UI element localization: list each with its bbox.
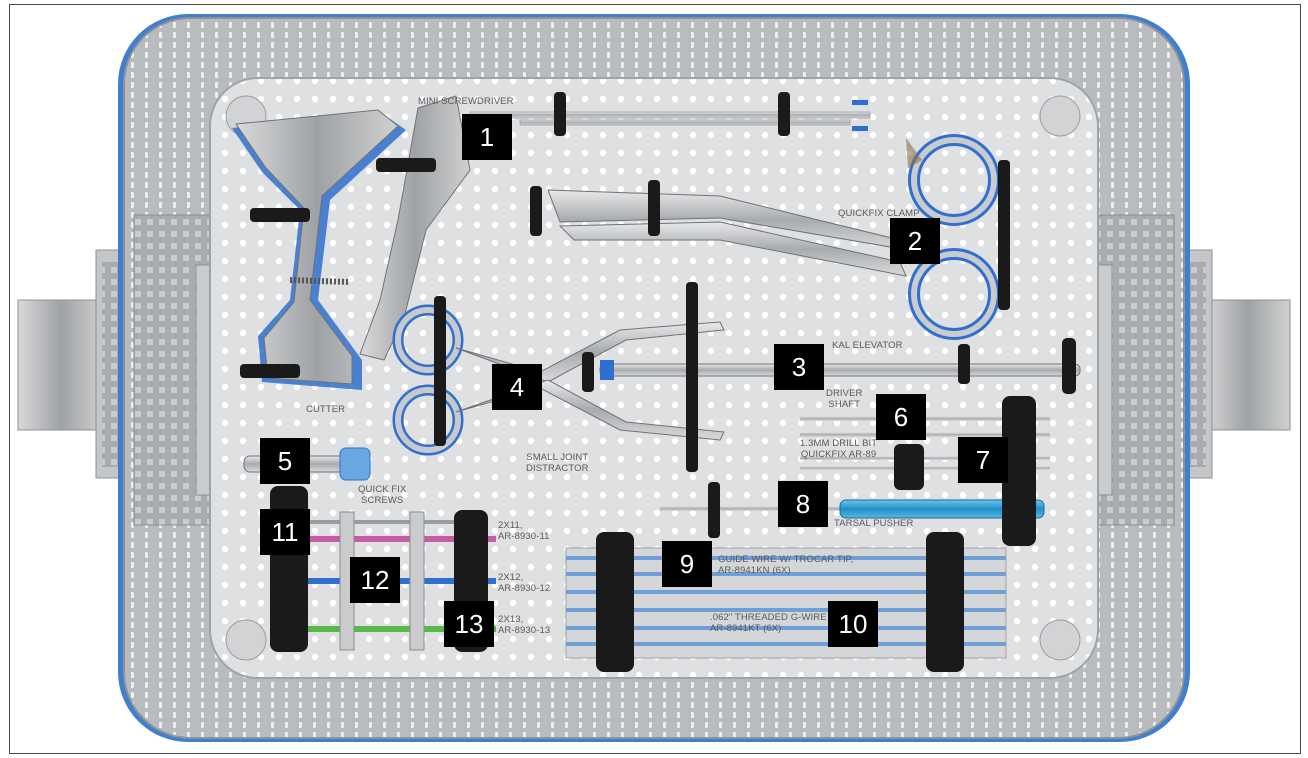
marker-7: 7 [958, 437, 1008, 483]
label-small-joint-distractor: SMALL JOINT DISTRACTOR [526, 452, 589, 474]
label-tarsal-pusher: TARSAL PUSHER [834, 518, 914, 529]
label-screw-2x12: 2x12, AR-8930-12 [498, 572, 551, 594]
label-drill-bit: 1.3mm DRILL BIT QUICKFIX AR-89 [800, 438, 878, 460]
right-handle [1173, 249, 1291, 479]
marker-6: 6 [876, 394, 926, 440]
label-screw-2x11: 2x11, AR-8930-11 [498, 520, 550, 542]
marker-1: 1 [462, 114, 512, 160]
label-quickfix-clamp: QUICKFIX CLAMP [838, 208, 920, 219]
marker-5: 5 [260, 438, 310, 484]
label-elevator: KAL ELEVATOR [832, 340, 903, 351]
quickfix-clamp-instrument [547, 134, 1000, 340]
label-mini-screwdriver: MINI SCREWDRIVER [418, 96, 514, 107]
left-handle [17, 249, 135, 479]
marker-8: 8 [778, 481, 828, 527]
marker-11: 11 [260, 509, 310, 555]
tarsal-pusher-instrument [660, 499, 1045, 519]
label-guide-wire: GUIDE WIRE W/ TROCAR TIP, AR-8941KN (6x) [718, 554, 854, 576]
marker-12: 12 [350, 557, 400, 603]
label-screw-2x13: 2x13, AR-8930-13 [498, 614, 551, 636]
label-driver-shaft: DRIVER SHAFT [826, 388, 863, 410]
label-cutter: CUTTER [306, 404, 346, 415]
marker-3: 3 [774, 344, 824, 390]
marker-13: 13 [444, 601, 494, 647]
marker-4: 4 [492, 364, 542, 410]
marker-2: 2 [890, 218, 940, 264]
label-quick-fix-screws: QUICK FIX SCREWS [358, 484, 407, 506]
marker-10: 10 [828, 601, 878, 647]
label-threaded-wire: .062" THREADED G-WIRE AR-8941KT (6x) [710, 612, 827, 634]
marker-9: 9 [662, 541, 712, 587]
perforated-plate [209, 77, 1099, 679]
